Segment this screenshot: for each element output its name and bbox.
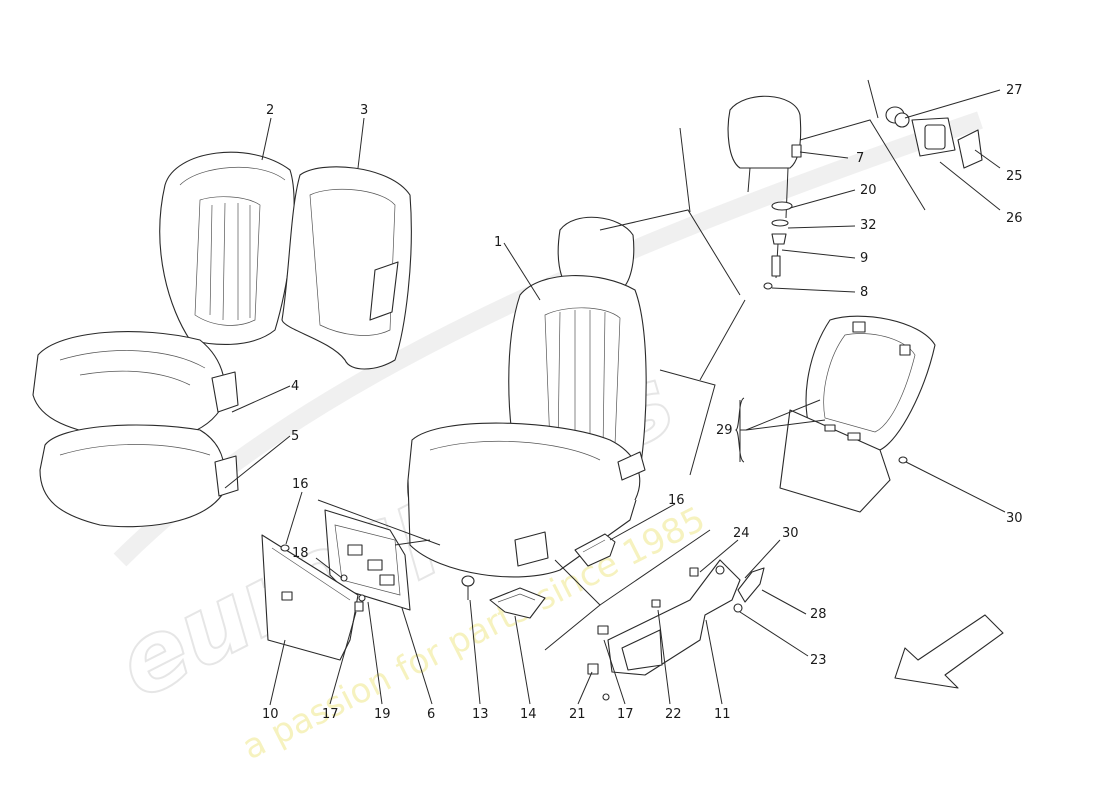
trim-lever-and-screw	[733, 567, 765, 613]
callout-1: 1	[494, 235, 502, 250]
callout-29: 29	[716, 423, 733, 438]
callout-7: 7	[856, 151, 864, 166]
callout-18: 18	[292, 546, 309, 561]
callout-11: 11	[714, 707, 731, 722]
callout-16: 16	[292, 477, 309, 492]
headrest-button-assembly	[885, 106, 983, 169]
callout-26: 26	[1006, 211, 1023, 226]
callout-19: 19	[374, 707, 391, 722]
callout-17-right: 17	[617, 707, 634, 722]
callout-14: 14	[520, 707, 537, 722]
front-direction-arrow-icon	[894, 614, 1004, 689]
callout-29-brace	[734, 397, 745, 463]
callout-20: 20	[860, 183, 877, 198]
callout-labels: 2 3 1 4 5 27 7 25 20 26 32 9 8 29 30 16 …	[262, 83, 1023, 722]
switch-bezel-rear	[574, 533, 616, 567]
callout-32: 32	[860, 218, 877, 233]
callout-24: 24	[733, 526, 750, 541]
group-bracket-lines	[317, 79, 926, 651]
switch-knob	[461, 575, 475, 600]
seat-cushion-cover	[32, 331, 239, 443]
small-fasteners	[280, 544, 366, 612]
complete-front-seat	[407, 216, 647, 578]
callout-23: 23	[810, 653, 827, 668]
callout-17-left: 17	[322, 707, 339, 722]
switch-bezel	[489, 587, 546, 619]
callout-25: 25	[1006, 169, 1023, 184]
callout-22: 22	[665, 707, 682, 722]
callout-8: 8	[860, 285, 868, 300]
callout-2: 2	[266, 103, 274, 118]
seat-side-trim-panel	[587, 559, 741, 701]
callout-15: 16	[668, 493, 685, 508]
seat-backrest-cover	[159, 151, 295, 345]
seat-cushion-padding	[39, 424, 239, 528]
callout-28: 28	[810, 607, 827, 622]
headrest	[727, 95, 802, 219]
seat-backrest-padding	[281, 166, 412, 370]
callout-5: 5	[291, 429, 299, 444]
callout-21: 21	[569, 707, 586, 722]
callout-6: 6	[427, 707, 435, 722]
leader-lines	[224, 89, 1006, 706]
callout-3: 3	[360, 103, 368, 118]
seat-front-trim-bracket	[324, 509, 411, 611]
callout-13: 13	[472, 707, 489, 722]
backrest-rear-panel	[779, 315, 936, 513]
callout-10: 10	[262, 707, 279, 722]
callout-30: 30	[1006, 511, 1023, 526]
callout-4: 4	[291, 379, 299, 394]
callout-27: 27	[1006, 83, 1023, 98]
callout-9: 9	[860, 251, 868, 266]
callout-31: 30	[782, 526, 799, 541]
headrest-guide-hardware	[763, 201, 793, 290]
